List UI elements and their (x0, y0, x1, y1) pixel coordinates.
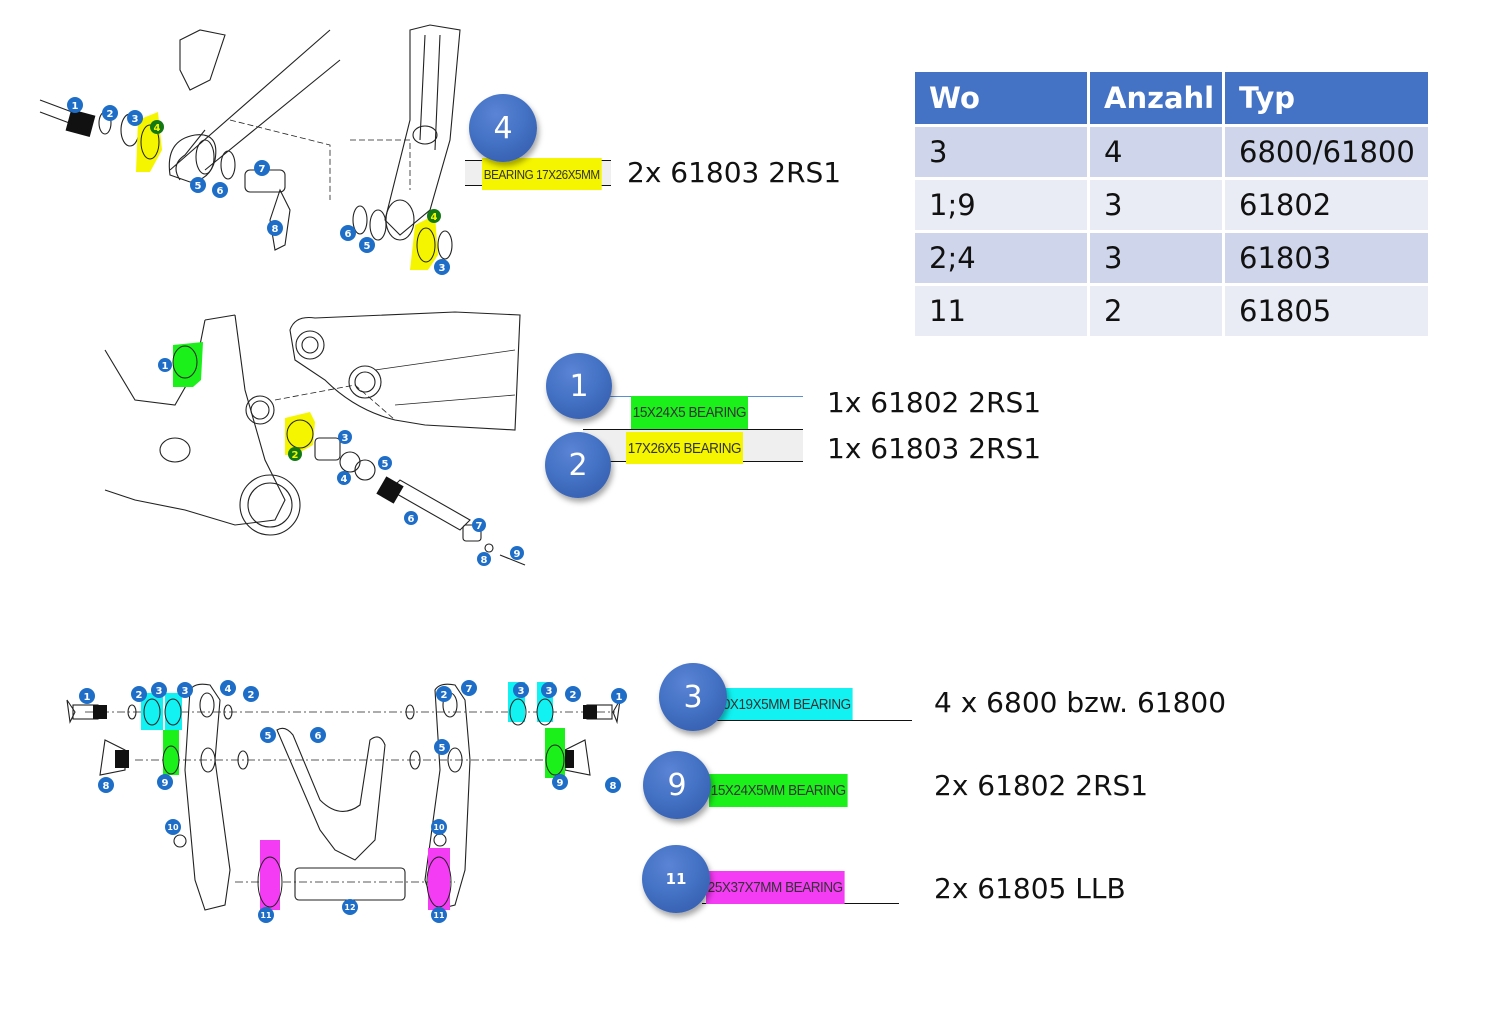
cell-anzahl: 3 (1087, 230, 1225, 286)
callout-11-badge: 11 (642, 845, 710, 913)
svg-text:8: 8 (272, 224, 279, 235)
header-typ: Typ (1222, 69, 1431, 127)
svg-text:9: 9 (514, 549, 521, 560)
callout-1-bearing-tag: 15X24X5 BEARING (631, 396, 748, 429)
cell-typ: 6800/61800 (1222, 124, 1431, 180)
svg-text:1: 1 (84, 692, 91, 703)
cell-typ: 61803 (1222, 230, 1431, 286)
callout-3-badge: 3 (659, 663, 727, 731)
cell-anzahl: 3 (1087, 177, 1225, 233)
svg-text:2: 2 (570, 690, 577, 701)
svg-text:4: 4 (225, 684, 232, 695)
svg-text:4: 4 (341, 474, 348, 485)
callout-9-spec: 2x 61802 2RS1 (934, 769, 1149, 802)
svg-text:9: 9 (557, 778, 564, 789)
svg-text:3: 3 (546, 686, 553, 697)
svg-text:8: 8 (481, 555, 488, 566)
callout-9-badge: 9 (643, 751, 711, 819)
callout-1-badge: 1 (546, 353, 612, 419)
svg-text:4: 4 (154, 123, 161, 134)
cell-typ: 61802 (1222, 177, 1431, 233)
callout-4-bearing-tag: BEARING 17X26X5MM (482, 158, 602, 190)
table-header-row: Wo Anzahl Typ (912, 69, 1431, 127)
svg-text:5: 5 (195, 181, 202, 192)
svg-text:7: 7 (259, 164, 266, 175)
header-wo: Wo (912, 69, 1090, 127)
cell-wo: 2;4 (912, 230, 1090, 286)
cell-wo: 1;9 (912, 177, 1090, 233)
cell-wo: 11 (912, 283, 1090, 339)
svg-text:3: 3 (182, 686, 189, 697)
svg-text:3: 3 (518, 686, 525, 697)
svg-text:11: 11 (260, 911, 272, 920)
svg-text:6: 6 (217, 186, 224, 197)
svg-text:6: 6 (345, 229, 352, 240)
callout-4-number: 4 (493, 110, 513, 146)
callout-9-bearing-tag: 15X24X5MM BEARING (709, 774, 848, 807)
callout-3-bearing-tag: 10X19X5MM BEARING (714, 688, 853, 720)
callout-2-bearing-tag: 17X26X5 BEARING (626, 432, 743, 464)
svg-text:2: 2 (248, 690, 255, 701)
table-row: 3 4 6800/61800 (912, 124, 1431, 180)
part-number-markers: 1 2 3 4 5 6 7 8 6 5 4 3 (67, 97, 450, 275)
callout-9-number: 9 (667, 767, 687, 803)
svg-text:1: 1 (162, 361, 169, 372)
svg-text:3: 3 (156, 686, 163, 697)
svg-text:1: 1 (616, 692, 623, 703)
svg-text:9: 9 (162, 778, 169, 789)
svg-text:7: 7 (466, 684, 473, 695)
callout-11-spec: 2x 61805 LLB (934, 872, 1126, 905)
svg-text:10: 10 (433, 823, 445, 832)
svg-text:5: 5 (439, 743, 446, 754)
svg-text:5: 5 (265, 731, 272, 742)
callout-3-spec: 4 x 6800 bzw. 61800 (934, 686, 1227, 719)
svg-text:5: 5 (382, 459, 389, 470)
svg-text:4: 4 (431, 212, 438, 223)
bearing-summary-table: Wo Anzahl Typ 3 4 6800/61800 1;9 3 61802… (912, 69, 1431, 339)
callout-2-spec: 1x 61803 2RS1 (827, 432, 1042, 465)
svg-text:11: 11 (433, 911, 445, 920)
svg-text:3: 3 (439, 263, 446, 274)
callout-11-number: 11 (665, 870, 687, 888)
callout-3-number: 3 (683, 679, 703, 715)
callout-11-bearing-tag: 25X37X7MM BEARING (706, 871, 845, 904)
rear-link-exploded-diagram: 1 2 3 4 5 6 7 8 6 5 4 3 (39, 24, 461, 275)
svg-text:6: 6 (315, 731, 322, 742)
cell-anzahl: 4 (1087, 124, 1225, 180)
svg-text:1: 1 (72, 101, 79, 112)
rocker-exploded-diagram: 1 2 3 3 4 2 5 6 8 9 10 11 12 11 10 5 2 7… (66, 680, 627, 923)
svg-text:8: 8 (103, 781, 110, 792)
callout-2-number: 2 (568, 447, 588, 483)
svg-text:7: 7 (476, 521, 483, 532)
main-pivot-exploded-diagram: 1 2 3 4 5 6 7 8 9 (104, 311, 526, 566)
svg-text:2: 2 (292, 450, 299, 461)
svg-text:3: 3 (342, 433, 349, 444)
callout-4-badge: 4 (469, 94, 537, 162)
cell-anzahl: 2 (1087, 283, 1225, 339)
header-anzahl: Anzahl (1087, 69, 1225, 127)
svg-text:5: 5 (364, 241, 371, 252)
cell-wo: 3 (912, 124, 1090, 180)
callout-1-number: 1 (569, 368, 589, 404)
svg-text:3: 3 (132, 114, 139, 125)
callout-1-spec: 1x 61802 2RS1 (827, 386, 1042, 419)
cell-typ: 61805 (1222, 283, 1431, 339)
callout-3-line (705, 720, 912, 721)
svg-text:10: 10 (167, 823, 179, 832)
table-row: 1;9 3 61802 (912, 177, 1431, 233)
callout-4-spec: 2x 61803 2RS1 (627, 156, 842, 189)
svg-text:2: 2 (136, 690, 143, 701)
svg-text:8: 8 (610, 781, 617, 792)
table-row: 11 2 61805 (912, 283, 1431, 339)
callout-2-top-line (583, 429, 803, 430)
svg-text:12: 12 (344, 903, 355, 912)
table-row: 2;4 3 61803 (912, 230, 1431, 286)
callout-2-badge: 2 (545, 432, 611, 498)
svg-text:2: 2 (107, 109, 114, 120)
svg-text:2: 2 (441, 690, 448, 701)
svg-text:6: 6 (408, 514, 415, 525)
